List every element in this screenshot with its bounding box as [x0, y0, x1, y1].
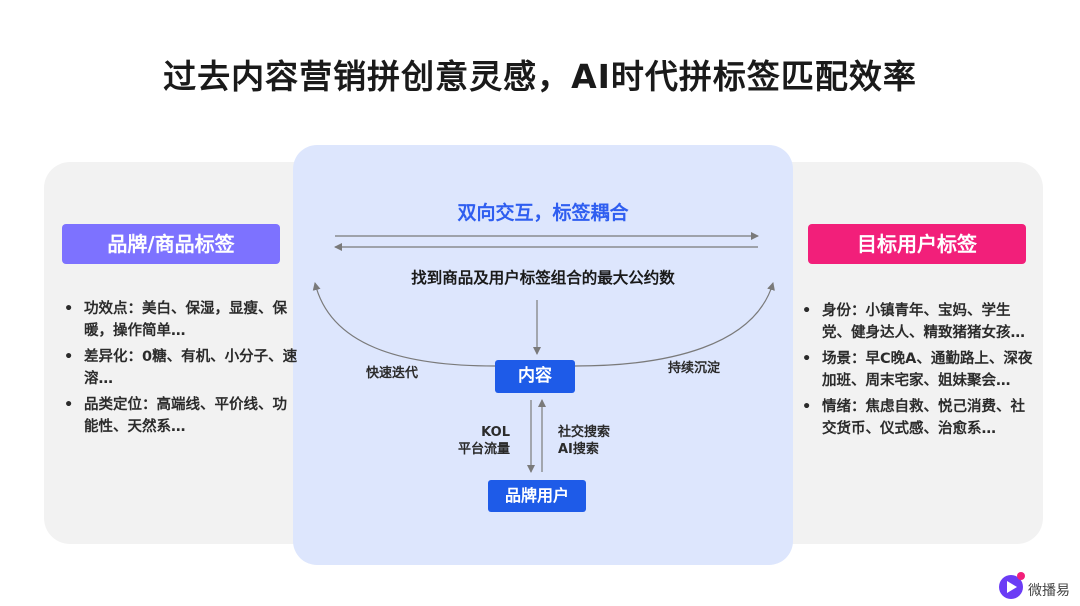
curve-right	[574, 282, 775, 367]
list-item: 品类定位：高端线、平价线、功能性、天然系…	[58, 394, 298, 438]
logo-icon	[999, 572, 1025, 599]
brand-tag-list: 功效点：美白、保湿，显瘦、保暖，操作简单… 差异化：0糖、有机、小分子、速溶… …	[58, 298, 298, 442]
center-heading: 双向交互，标签耦合	[457, 202, 629, 224]
curve-left	[312, 282, 496, 367]
fast-iteration-label: 快速迭代	[366, 366, 419, 381]
brand-user-node: 品牌用户	[488, 480, 586, 512]
list-item: 功效点：美白、保湿，显瘦、保暖，操作简单…	[58, 298, 298, 342]
ai-search-line: AI搜索	[558, 442, 599, 457]
user-tag: 目标用户标签	[808, 224, 1026, 264]
platform-traffic-line: 平台流量	[457, 442, 510, 457]
sustain-label: 持续沉淀	[668, 361, 721, 376]
user-tag-list: 身份：小镇青年、宝妈、学生党、健身达人、精致猪猪女孩… 场景：早C晚A、通勤路上…	[796, 300, 1036, 444]
content-node: 内容	[495, 360, 575, 393]
list-item: 情绪：焦虑自救、悦己消费、社交货币、仪式感、治愈系…	[796, 396, 1036, 440]
page-title: 过去内容营销拼创意灵感，AI时代拼标签匹配效率	[163, 57, 917, 96]
brand-tag: 品牌/商品标签	[62, 224, 280, 264]
kol-label: KOL 平台流量	[440, 424, 510, 458]
social-search-line: 社交搜索	[558, 425, 611, 440]
list-item: 差异化：0糖、有机、小分子、速溶…	[58, 346, 298, 390]
center-subheading: 找到商品及用户标签组合的最大公约数	[411, 269, 675, 287]
logo-text: 微播易	[1028, 583, 1070, 599]
list-item: 场景：早C晚A、通勤路上、深夜加班、周末宅家、姐妹聚会…	[796, 348, 1036, 392]
list-item: 身份：小镇青年、宝妈、学生党、健身达人、精致猪猪女孩…	[796, 300, 1036, 344]
kol-line: KOL	[481, 425, 510, 440]
social-label: 社交搜索 AI搜索	[558, 424, 638, 458]
